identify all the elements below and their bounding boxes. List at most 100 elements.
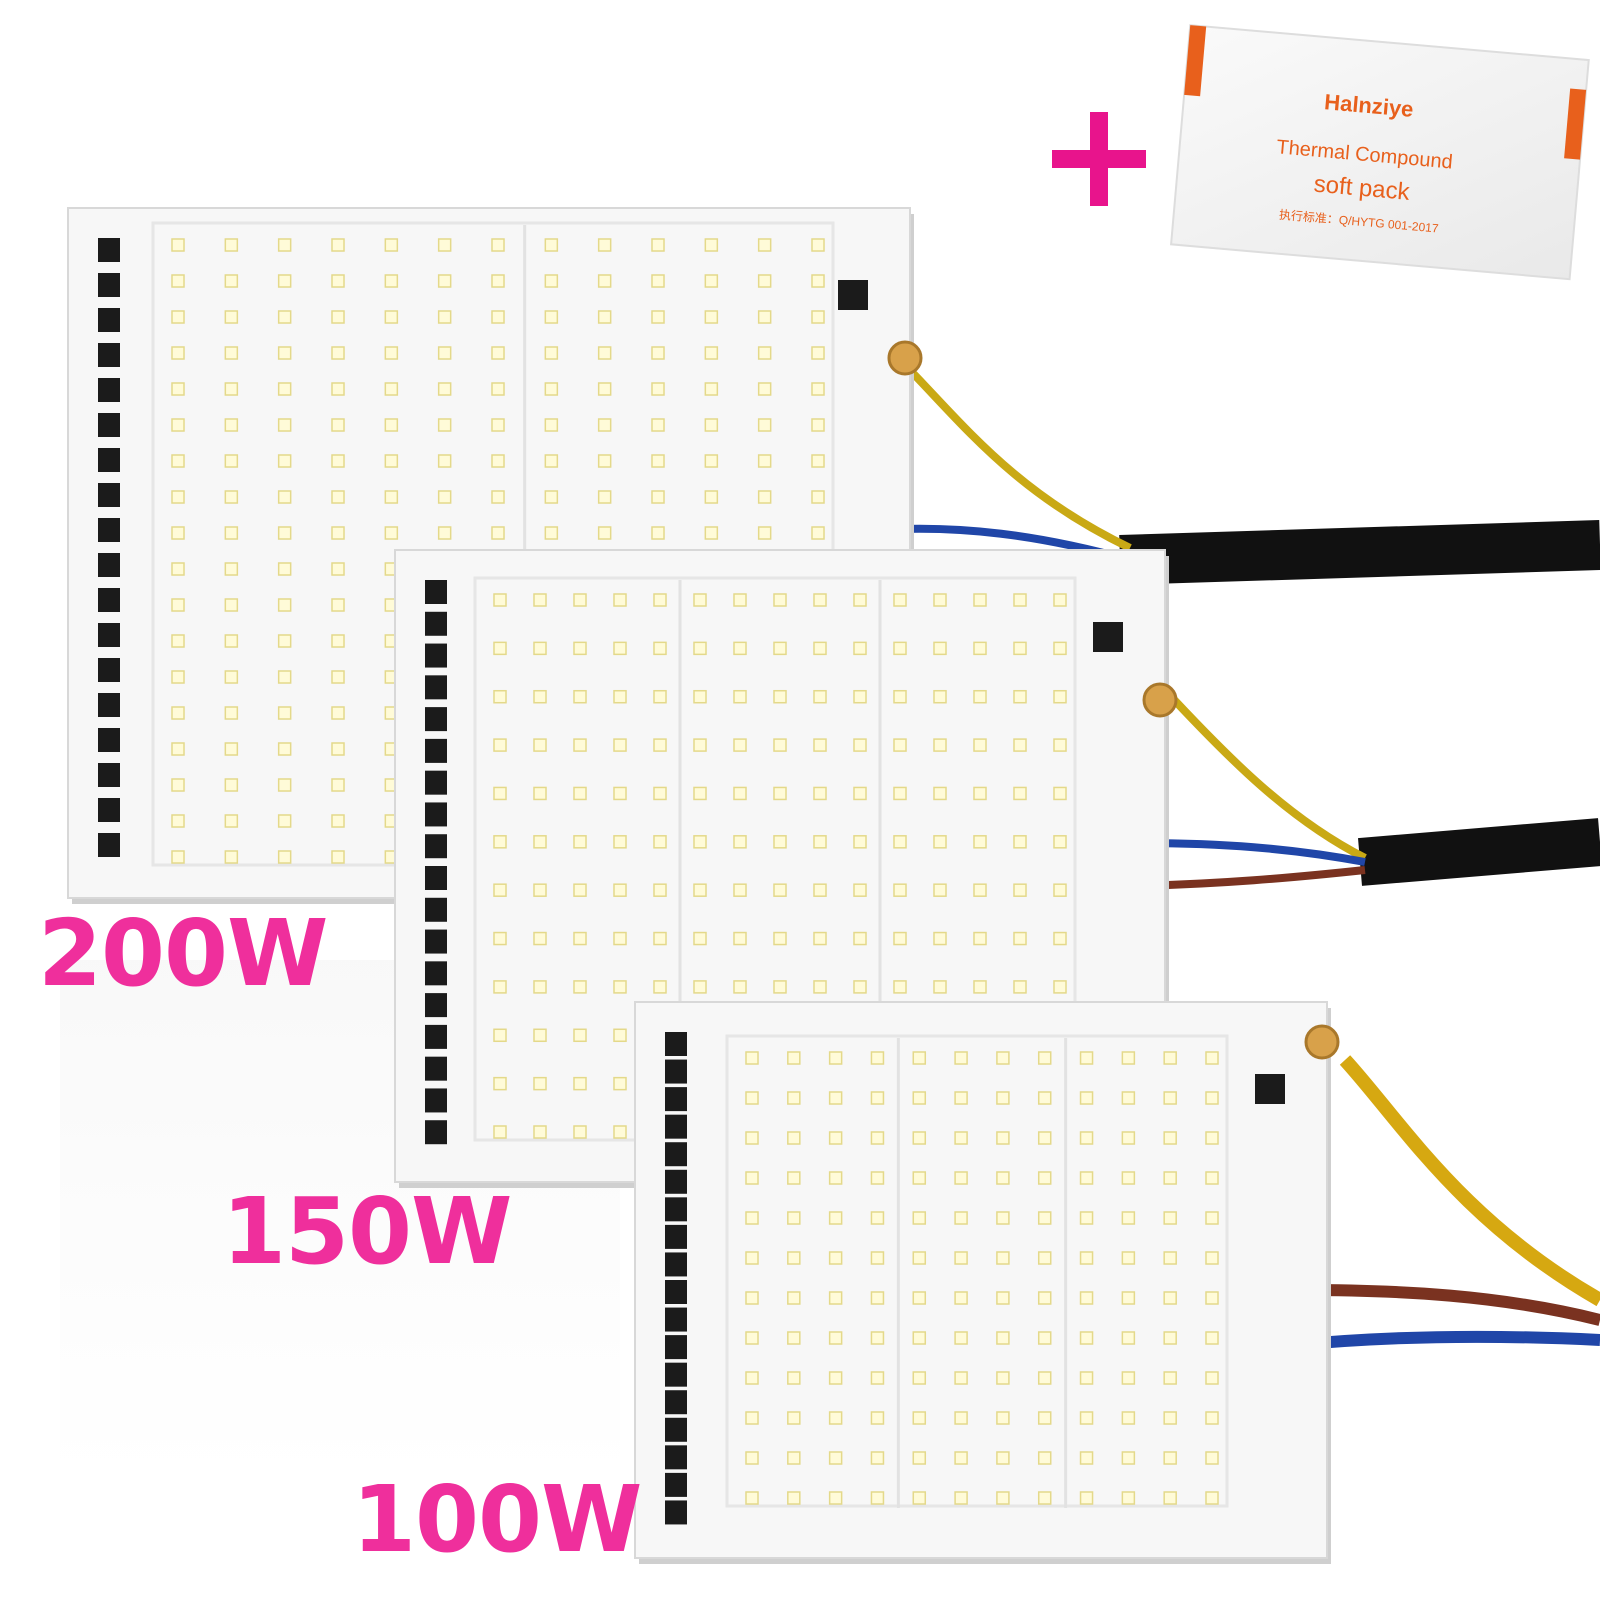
led-board-100w: [634, 1001, 1340, 1564]
led: [331, 814, 345, 828]
driver-chip: [425, 1024, 447, 1049]
led: [171, 670, 185, 684]
led: [828, 1171, 843, 1185]
led: [533, 931, 547, 946]
led: [1205, 1331, 1219, 1345]
led: [613, 931, 627, 946]
led: [493, 641, 507, 656]
led: [870, 1331, 885, 1345]
led: [597, 382, 612, 396]
driver-chip: [98, 518, 120, 542]
led: [597, 490, 612, 504]
led: [693, 641, 707, 656]
led: [491, 490, 505, 504]
led: [757, 526, 772, 540]
driver-chip: [98, 308, 120, 332]
led: [544, 346, 559, 360]
led: [277, 706, 292, 720]
led: [704, 238, 719, 252]
led: [973, 980, 987, 994]
led: [224, 274, 239, 288]
led: [171, 814, 185, 828]
driver-chip: [665, 1252, 687, 1277]
led: [533, 883, 547, 897]
led: [224, 418, 239, 432]
driver-chip: [425, 1088, 447, 1113]
led: [437, 346, 452, 360]
led: [1053, 883, 1067, 897]
led: [745, 1091, 759, 1105]
led: [870, 1251, 885, 1265]
led: [1079, 1411, 1094, 1425]
led: [1163, 1251, 1177, 1265]
led: [996, 1131, 1010, 1145]
led: [331, 454, 345, 468]
led: [870, 1211, 885, 1225]
led: [870, 1371, 885, 1385]
led: [1079, 1451, 1094, 1465]
led: [1205, 1251, 1219, 1265]
led: [1013, 883, 1027, 897]
led: [653, 980, 667, 994]
led: [1163, 1331, 1177, 1345]
led: [813, 786, 827, 801]
led: [1121, 1211, 1136, 1225]
led: [693, 835, 707, 849]
led: [745, 1411, 759, 1425]
led: [491, 310, 505, 324]
led: [954, 1411, 968, 1425]
led: [973, 835, 987, 849]
led: [996, 1371, 1010, 1385]
led: [224, 346, 239, 360]
led: [693, 689, 707, 704]
ground-terminal: [1142, 682, 1178, 718]
led: [1163, 1051, 1177, 1065]
led: [870, 1291, 885, 1305]
led: [1079, 1331, 1094, 1345]
led: [437, 382, 452, 396]
driver-chip: [665, 1087, 687, 1112]
driver-chip: [98, 343, 120, 367]
led: [996, 1251, 1010, 1265]
led: [277, 490, 292, 504]
led: [912, 1451, 927, 1465]
led: [828, 1051, 843, 1065]
led: [813, 883, 827, 897]
led: [773, 593, 787, 607]
led: [1205, 1051, 1219, 1065]
ground-terminal: [887, 340, 923, 376]
led: [493, 931, 507, 946]
led: [493, 738, 507, 752]
led: [613, 786, 627, 801]
led: [544, 454, 559, 468]
led: [973, 641, 987, 656]
led: [651, 526, 665, 540]
led: [1205, 1371, 1219, 1385]
led: [912, 1051, 927, 1065]
led: [533, 786, 547, 801]
driver-chip: [425, 802, 447, 827]
led: [613, 1028, 627, 1043]
led: [277, 814, 292, 828]
driver-chip: [425, 770, 447, 795]
led: [224, 706, 239, 720]
led: [1163, 1291, 1177, 1305]
led: [828, 1091, 843, 1105]
led: [384, 454, 399, 468]
driver-chip: [665, 1390, 687, 1415]
led: [171, 454, 185, 468]
led: [384, 310, 399, 324]
led: [277, 274, 292, 288]
driver-chip: [665, 1307, 687, 1332]
led: [613, 980, 627, 994]
led: [853, 835, 867, 849]
led: [597, 274, 612, 288]
led: [787, 1451, 801, 1465]
led: [224, 634, 239, 648]
driver-chip: [98, 798, 120, 822]
led: [651, 490, 665, 504]
driver-chip: [425, 580, 447, 604]
led: [787, 1251, 801, 1265]
driver-chip: [425, 611, 447, 636]
